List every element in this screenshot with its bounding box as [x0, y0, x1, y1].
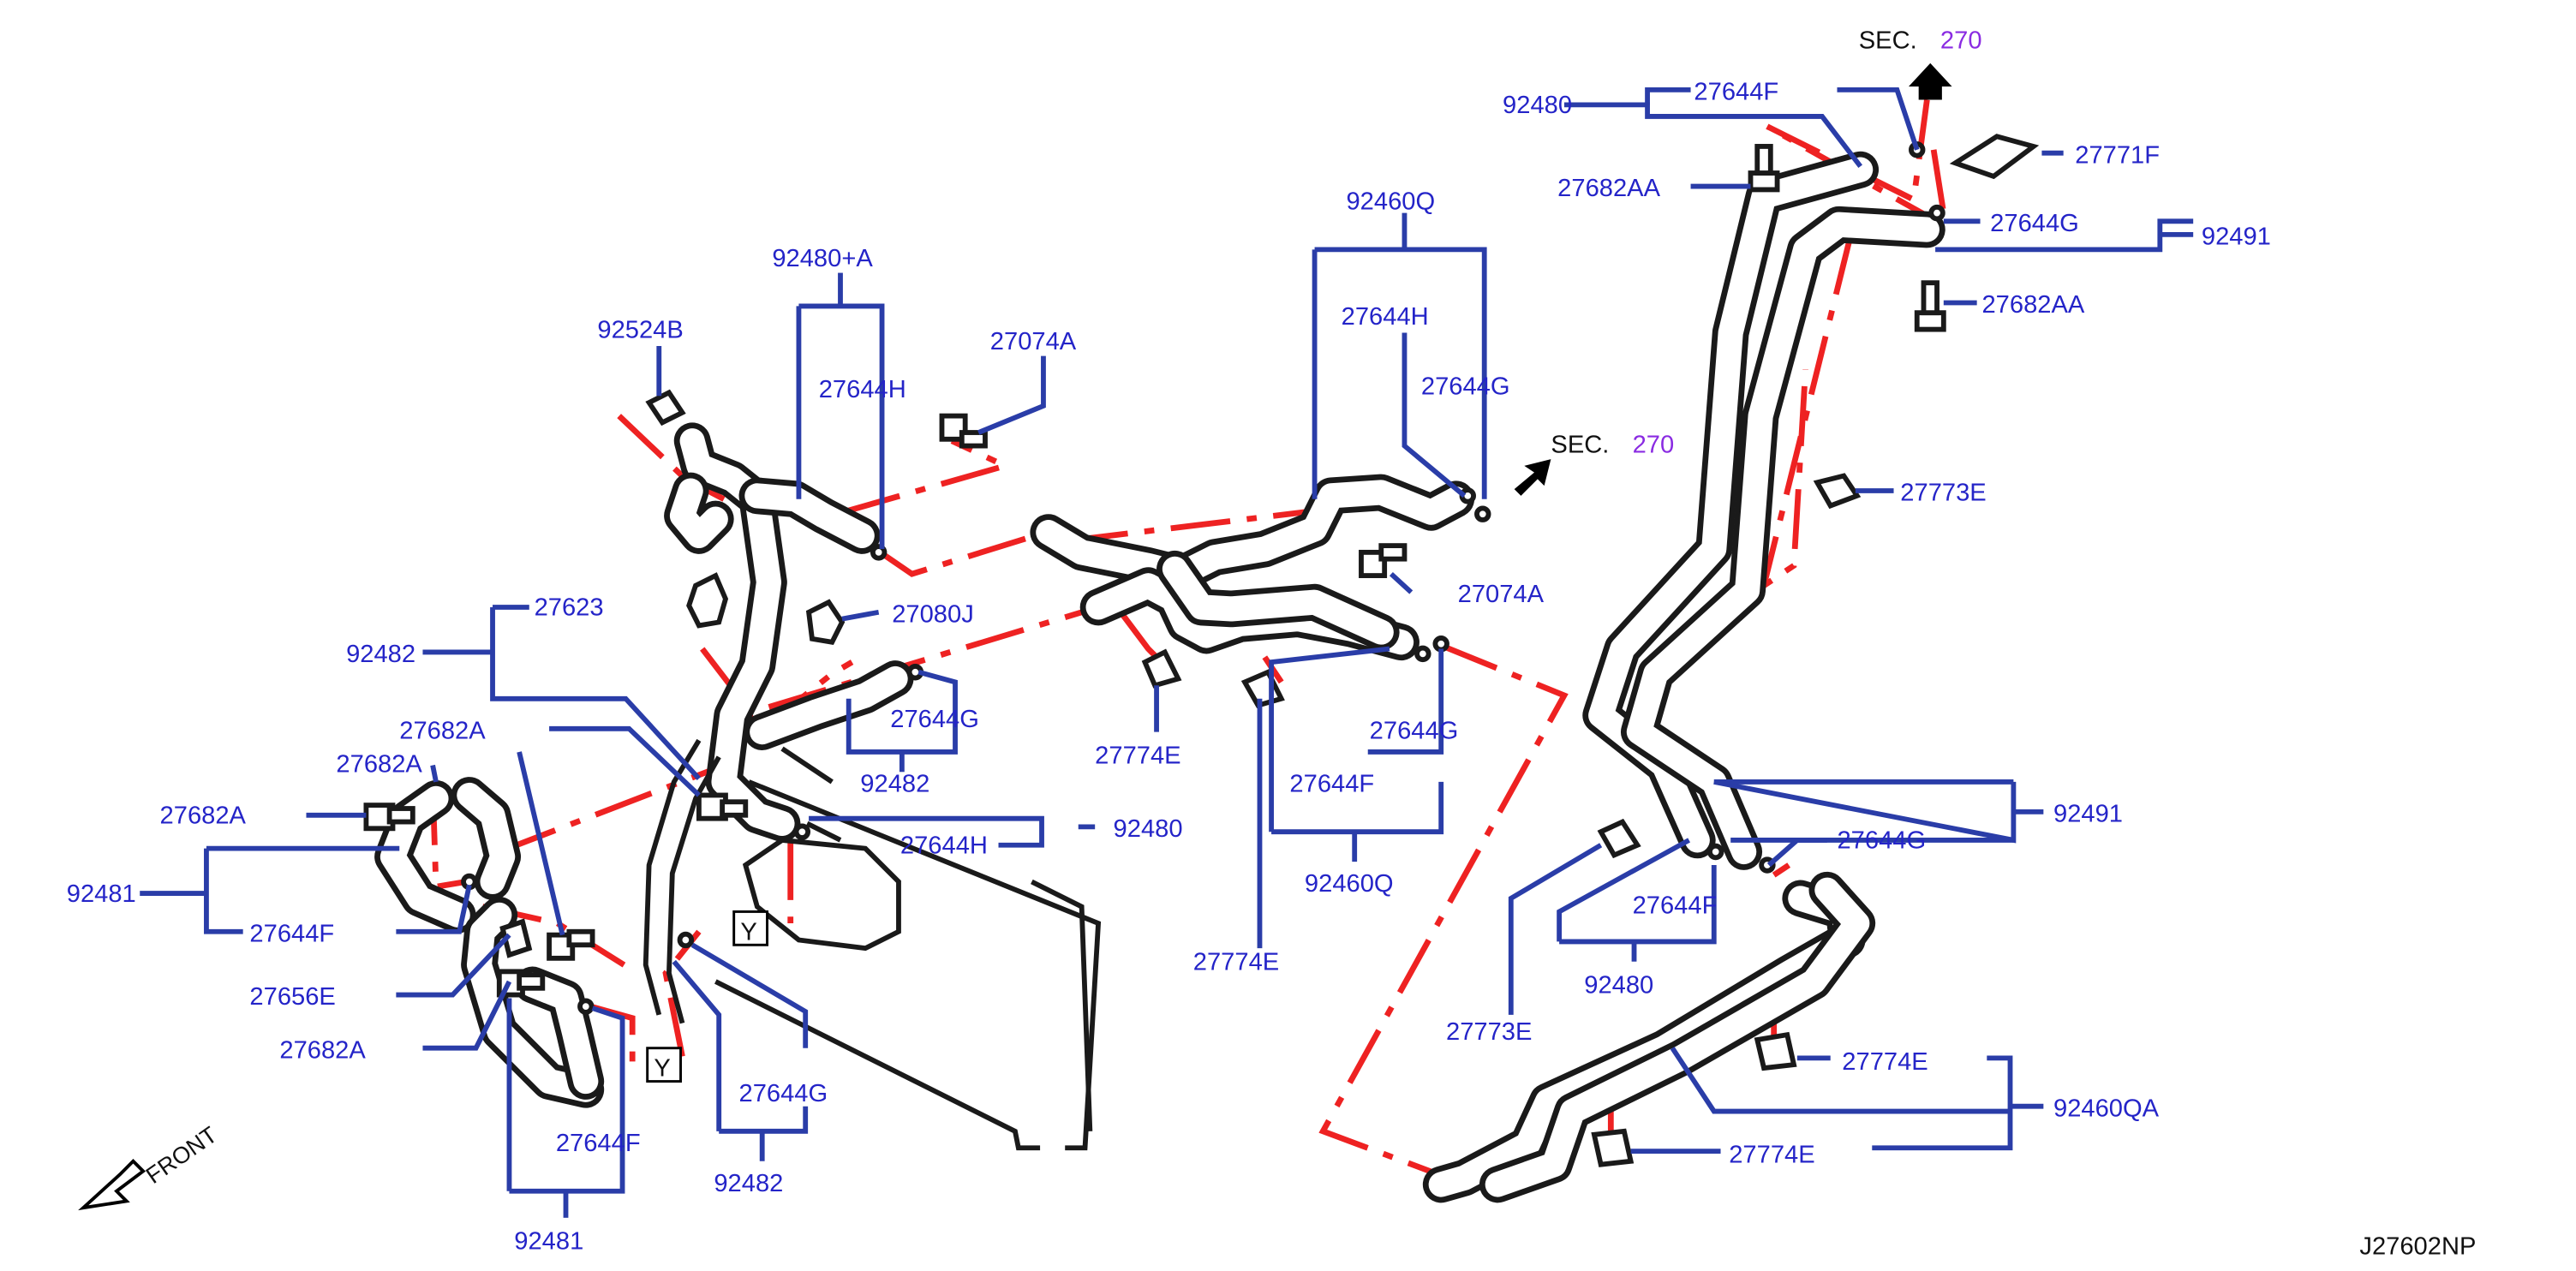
section-number: 270 [1633, 431, 1675, 458]
label-92482: 92482 [346, 641, 415, 668]
oring-27644F-center [1414, 645, 1431, 663]
label-27644F: 27644F [1694, 79, 1778, 106]
clip-27773E-right [1813, 473, 1862, 510]
label-27644G: 27644G [1370, 717, 1459, 744]
bolt-27682A-b [547, 928, 595, 961]
switch-27623 [686, 572, 729, 629]
section-prefix: SEC. [1551, 431, 1609, 458]
label-27682A: 27682A [336, 750, 422, 778]
label-92460Q: 92460Q [1305, 870, 1394, 898]
bracket-27656E [499, 918, 533, 958]
center-tube-assembly [1030, 474, 1475, 661]
label-92481: 92481 [67, 880, 136, 908]
leader-lines [140, 87, 2194, 1218]
callout-y-1: Y [740, 918, 756, 946]
label-27623: 27623 [535, 594, 604, 622]
label-27644F: 27644F [1289, 771, 1374, 798]
left-tube-assembly [374, 422, 914, 1108]
label-27682AA: 27682AA [1557, 175, 1660, 202]
clip-27773E-bottom [1597, 818, 1641, 859]
section-arrow-top [1909, 63, 1952, 100]
oring-27644G-top [1928, 204, 1945, 222]
label-27774E: 27774E [1193, 948, 1279, 976]
label-27773E: 27773E [1446, 1018, 1532, 1046]
oring-27644H-left [870, 544, 888, 561]
bolt-27682AA-lower [1914, 280, 1946, 332]
callout-box-y-1 [732, 910, 768, 946]
label-27682A: 27682A [279, 1036, 366, 1064]
oring-27644G-bottom [677, 931, 695, 949]
label-27644G: 27644G [739, 1080, 828, 1107]
label-27682A: 27682A [399, 717, 486, 744]
grommet-92524B [645, 389, 686, 427]
bolt-27682A-mid [696, 792, 749, 821]
front-label: FRONT [140, 1121, 221, 1189]
label-27644H: 27644H [900, 832, 988, 859]
label-27074A: 27074A [990, 328, 1077, 355]
label-92460Q: 92460Q [1346, 188, 1435, 216]
label-92480: 92480 [1503, 92, 1572, 119]
label-27644H: 27644H [1342, 303, 1429, 331]
callout-box-y-2 [646, 1047, 682, 1083]
label-92482: 92482 [860, 771, 929, 798]
bolt-27074A-left [939, 413, 988, 449]
components [363, 134, 2040, 1167]
oring-27644G-center [1474, 505, 1491, 522]
label-27644F: 27644F [556, 1130, 641, 1157]
label-27644G: 27644G [890, 706, 979, 733]
label-27644H: 27644H [819, 376, 906, 403]
label-92480: 92480 [1114, 815, 1183, 843]
clip-27774E-a [1141, 648, 1182, 689]
bolt-27682A-d [496, 969, 546, 998]
label-27774E: 27774E [1729, 1142, 1814, 1169]
section-number: 270 [1940, 27, 1982, 54]
radiator-outline [643, 738, 1102, 1151]
bolt-27074A-center [1359, 543, 1408, 578]
label-27644G: 27644G [1990, 210, 2079, 237]
clip-27774E-r2 [1591, 1128, 1635, 1167]
oring-27644F-right [1706, 843, 1724, 861]
label-27644F: 27644F [1633, 892, 1718, 919]
label-92491: 92491 [2053, 801, 2123, 828]
part-labels: 92480 27644F 27771F 27682AA 27644G 92491… [67, 79, 2271, 1256]
long-tube-assembly [1422, 151, 1945, 1203]
section-prefix: SEC. [1859, 27, 1917, 54]
bracket-27080J [805, 599, 846, 645]
section-arrow-mid [1514, 459, 1551, 496]
label-27080J: 27080J [892, 600, 974, 628]
oring-27644H-mid [793, 823, 811, 840]
diagram-id: J27602NP [2359, 1233, 2476, 1261]
oring-27644G-center2 [1432, 636, 1449, 653]
label-27074A: 27074A [1458, 581, 1545, 608]
label-27644G: 27644G [1837, 827, 1926, 855]
section-ref-top: SEC. 270 [1859, 27, 1982, 54]
label-92480: 92480 [1584, 972, 1653, 999]
label-27656E: 27656E [249, 983, 335, 1011]
section-ref-mid: SEC. 270 [1551, 431, 1674, 458]
front-arrow [78, 1159, 146, 1211]
oring-27644F-bottom [577, 998, 595, 1015]
label-27774E: 27774E [1095, 743, 1180, 770]
label-27682AA: 27682AA [1981, 291, 2084, 319]
label-92481: 92481 [514, 1228, 583, 1256]
label-27771F: 27771F [2075, 141, 2160, 169]
bolt-27682AA-upper [1748, 144, 1780, 193]
label-27644F: 27644F [249, 920, 334, 947]
label-27682A: 27682A [160, 802, 247, 829]
label-27644G: 27644G [1421, 373, 1510, 400]
label-92482: 92482 [714, 1170, 783, 1197]
callout-y-2: Y [654, 1055, 670, 1083]
label-92480-plus-a: 92480+A [772, 245, 873, 272]
clip-27774E-r1 [1754, 1031, 1797, 1071]
label-92491: 92491 [2202, 224, 2271, 251]
label-92460QA: 92460QA [2053, 1095, 2160, 1122]
label-27773E: 27773E [1900, 480, 1986, 507]
label-27774E: 27774E [1842, 1048, 1928, 1076]
bracket-27771F [1949, 134, 2040, 180]
label-92524B: 92524B [597, 316, 683, 343]
